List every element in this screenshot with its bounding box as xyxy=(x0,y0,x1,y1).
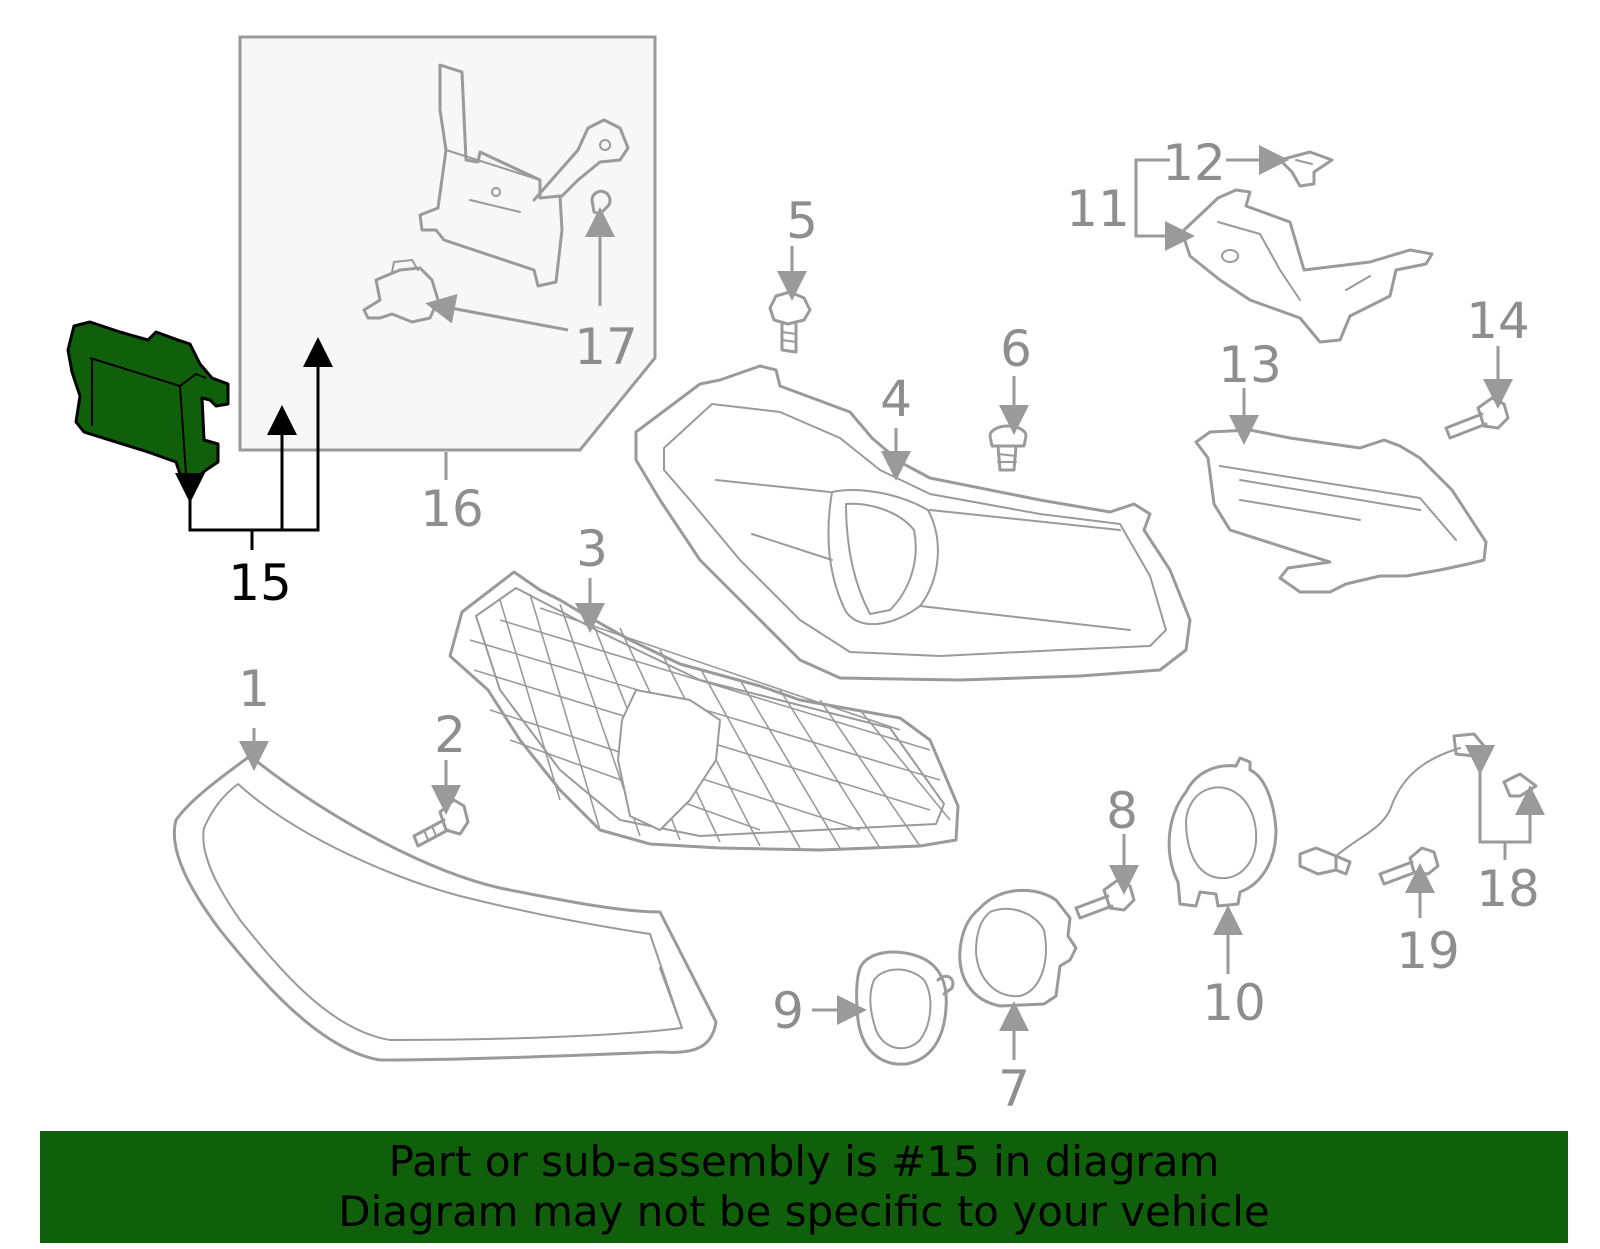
info-banner: Part or sub-assembly is #15 in diagram D… xyxy=(40,1131,1568,1243)
leader-lines xyxy=(239,145,1545,1060)
part-10-ring xyxy=(1167,756,1278,908)
callout-12: 12 xyxy=(1162,134,1226,192)
part-3-grille xyxy=(448,570,960,852)
callout-13: 13 xyxy=(1218,336,1282,394)
banner-line-1: Part or sub-assembly is #15 in diagram xyxy=(388,1137,1220,1186)
subassembly-box-16 xyxy=(238,35,657,452)
callout-15: 15 xyxy=(228,554,292,612)
callout-1: 1 xyxy=(238,660,270,718)
part-11-bracket xyxy=(1180,188,1434,344)
parts-diagram: 1 2 3 4 5 6 7 8 9 10 11 12 13 14 15 16 1… xyxy=(66,35,1545,1118)
part-8-screw xyxy=(1074,878,1136,920)
part-14-screw xyxy=(1444,396,1510,440)
part-5-bolt xyxy=(768,290,812,354)
callout-18: 18 xyxy=(1476,860,1540,918)
callout-19: 19 xyxy=(1396,922,1460,980)
callout-2: 2 xyxy=(434,706,466,764)
callout-9: 9 xyxy=(772,982,804,1040)
part-4-frame xyxy=(634,364,1192,682)
part-2-screw xyxy=(412,798,470,848)
callout-5: 5 xyxy=(786,192,818,250)
part-13-lamp xyxy=(1194,428,1488,594)
radar-module-15 xyxy=(66,320,230,482)
callout-16: 16 xyxy=(420,480,484,538)
callout-14: 14 xyxy=(1466,292,1530,350)
callout-4: 4 xyxy=(880,370,912,428)
banner-line-2: Diagram may not be specific to your vehi… xyxy=(338,1187,1270,1236)
callout-11: 11 xyxy=(1066,180,1130,238)
part-6-clip xyxy=(988,424,1028,472)
part-12-nut xyxy=(1278,150,1334,188)
callout-3: 3 xyxy=(576,520,608,578)
callout-8: 8 xyxy=(1106,782,1138,840)
callout-6: 6 xyxy=(1000,320,1032,378)
part-7-foglamp xyxy=(958,888,1078,1008)
part-1-garnish xyxy=(172,754,718,1062)
part-9-bezel xyxy=(855,950,955,1066)
callout-7: 7 xyxy=(998,1060,1030,1118)
callout-10: 10 xyxy=(1202,974,1266,1032)
callout-17: 17 xyxy=(574,318,638,376)
part-19-screw xyxy=(1378,846,1440,886)
leader-15 xyxy=(175,337,333,550)
